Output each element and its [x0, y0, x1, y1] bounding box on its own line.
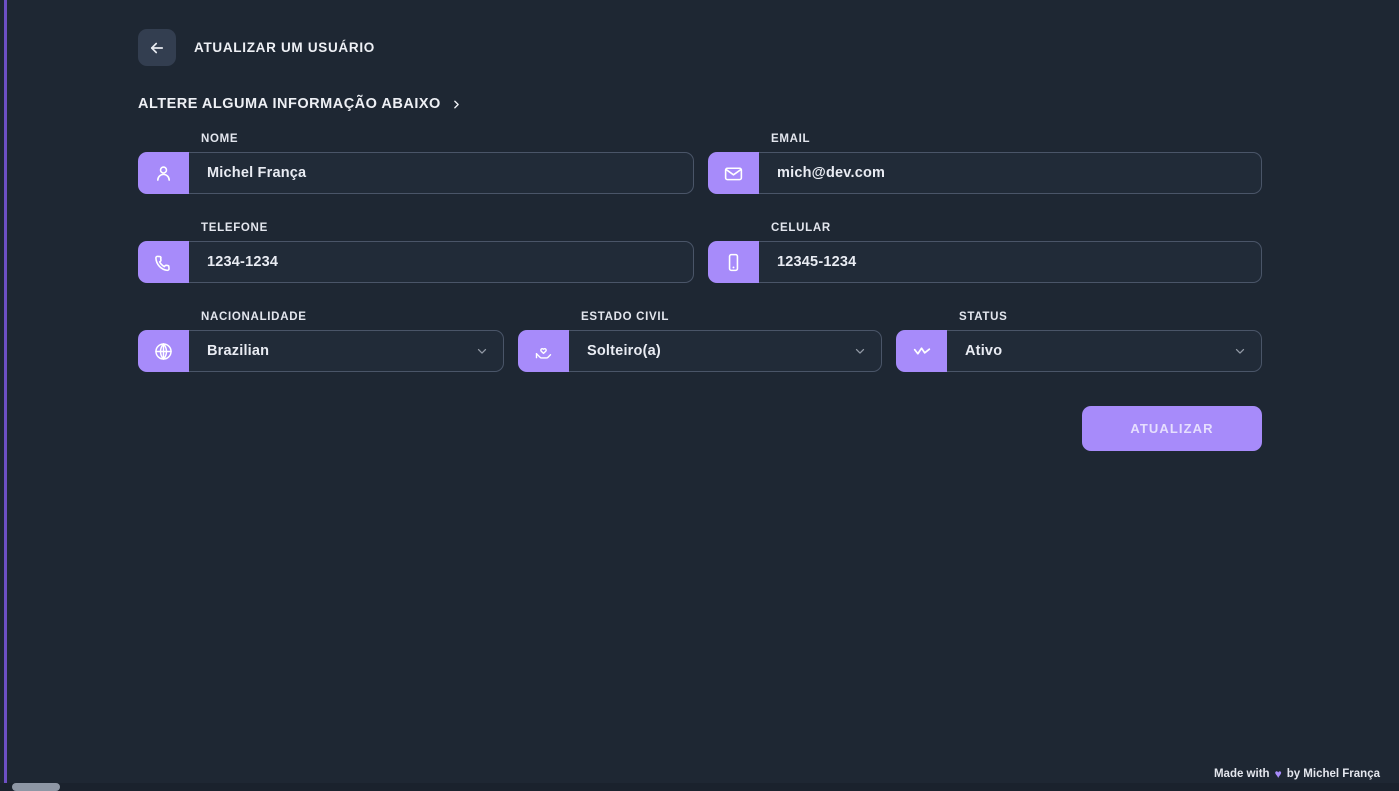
- nacionalidade-select[interactable]: Brazilian: [189, 330, 504, 372]
- field-estado-civil: ESTADO CIVIL Solteiro(a): [518, 311, 882, 372]
- field-status: STATUS Ativo: [896, 311, 1262, 372]
- field-nacionalidade: NACIONALIDADE Brazilian: [138, 311, 504, 372]
- field-email: EMAIL mich@dev.com: [708, 133, 1262, 194]
- footer-prefix: Made with: [1213, 768, 1270, 780]
- atualizar-button[interactable]: ATUALIZAR: [1082, 406, 1262, 451]
- back-button[interactable]: [138, 29, 176, 66]
- footer-suffix: by Michel França: [1286, 768, 1380, 780]
- envelope-icon: [708, 152, 759, 194]
- status-select[interactable]: Ativo: [947, 330, 1262, 372]
- footer-credit: Made with ♥ by Michel França: [1214, 768, 1380, 780]
- globe-icon: [138, 330, 189, 372]
- email-input[interactable]: mich@dev.com: [759, 152, 1262, 194]
- horizontal-scrollbar-thumb[interactable]: [12, 783, 60, 791]
- field-nome-row: Michel França: [138, 152, 694, 194]
- section-heading: ALTERE ALGUMA INFORMAÇÃO ABAIXO: [138, 96, 463, 112]
- section-heading-label: ALTERE ALGUMA INFORMAÇÃO ABAIXO: [138, 96, 441, 112]
- celular-input[interactable]: 12345-1234: [759, 241, 1262, 283]
- field-celular-label: CELULAR: [771, 222, 831, 234]
- field-celular-row: 12345-1234: [708, 241, 1262, 283]
- page-header: ATUALIZAR UM USUÁRIO: [138, 29, 375, 66]
- field-email-label: EMAIL: [771, 133, 811, 145]
- field-telefone-label: TELEFONE: [201, 222, 268, 234]
- chevron-down-icon: [853, 344, 867, 358]
- hand-holding-heart-icon: [518, 330, 569, 372]
- field-status-label: STATUS: [959, 311, 1008, 323]
- chevron-down-icon: [1233, 344, 1247, 358]
- field-telefone-row: 1234-1234: [138, 241, 694, 283]
- field-nome: NOME Michel França: [138, 133, 694, 194]
- chevron-right-icon: [450, 98, 463, 111]
- horizontal-scrollbar[interactable]: [0, 783, 1399, 791]
- estado-civil-selected-value: Solteiro(a): [587, 343, 661, 359]
- field-estado-civil-row: Solteiro(a): [518, 330, 882, 372]
- nacionalidade-selected-value: Brazilian: [207, 343, 270, 359]
- user-icon: [138, 152, 189, 194]
- activity-pulse-icon: [896, 330, 947, 372]
- estado-civil-select[interactable]: Solteiro(a): [569, 330, 882, 372]
- status-selected-value: Ativo: [965, 343, 1003, 359]
- field-nacionalidade-label: NACIONALIDADE: [201, 311, 307, 323]
- field-email-row: mich@dev.com: [708, 152, 1262, 194]
- field-status-row: Ativo: [896, 330, 1262, 372]
- field-nacionalidade-row: Brazilian: [138, 330, 504, 372]
- arrow-left-icon: [148, 39, 166, 57]
- mobile-phone-icon: [708, 241, 759, 283]
- field-celular: CELULAR 12345-1234: [708, 222, 1262, 283]
- field-estado-civil-label: ESTADO CIVIL: [581, 311, 670, 323]
- nome-input[interactable]: Michel França: [189, 152, 694, 194]
- heart-icon: ♥: [1274, 767, 1282, 781]
- page-title: ATUALIZAR UM USUÁRIO: [194, 40, 375, 55]
- chevron-down-icon: [475, 344, 489, 358]
- field-nome-label: NOME: [201, 133, 239, 145]
- left-accent-rail: [4, 0, 7, 791]
- field-telefone: TELEFONE 1234-1234: [138, 222, 694, 283]
- phone-icon: [138, 241, 189, 283]
- telefone-input[interactable]: 1234-1234: [189, 241, 694, 283]
